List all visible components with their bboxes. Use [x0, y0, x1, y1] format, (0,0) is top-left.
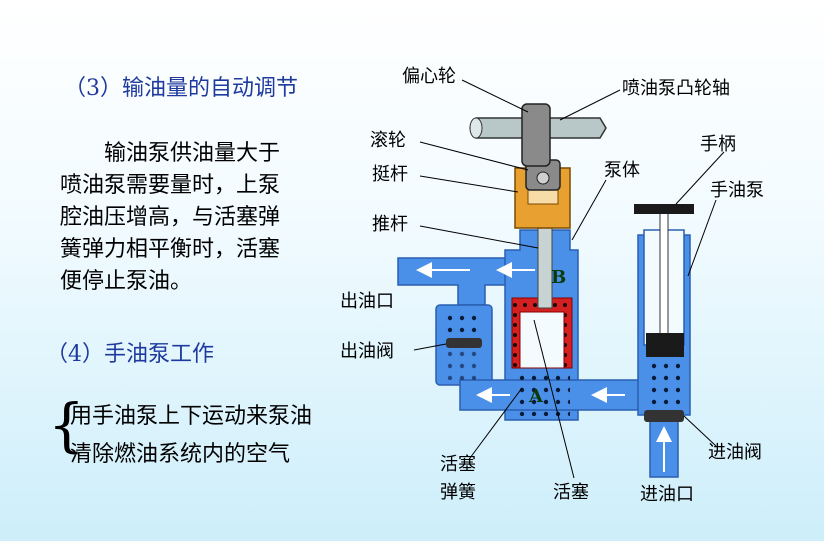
- outlet-valve-spring: [446, 310, 482, 338]
- piston-spring: [514, 368, 570, 416]
- paragraph: 输油泵供油量大于 喷油泵需要量时，上泵 腔油压增高，与活塞弹 簧弹力相平衡时，活…: [60, 138, 350, 298]
- paragraph-line: 簧弹力相平衡时，活塞: [60, 237, 281, 262]
- leader-lines: [413, 79, 725, 479]
- label-camshaft: 喷油泵凸轮轴: [622, 78, 730, 99]
- leader-line: [571, 179, 607, 241]
- hand-pump-handle[interactable]: [634, 204, 694, 214]
- leader-line: [533, 319, 575, 479]
- section4-title: （4）手油泵工作: [46, 342, 214, 367]
- push-rod: [537, 217, 553, 309]
- roller-pin: [536, 171, 550, 185]
- label-push-rod: 推杆: [372, 214, 408, 235]
- leader-line: [419, 141, 529, 171]
- leader-line: [419, 175, 519, 193]
- label-handle: 手柄: [700, 134, 736, 155]
- label-eccentric-wheel: 偏心轮: [402, 66, 456, 87]
- section3-title: （3）输油量的自动调节: [64, 76, 298, 101]
- chamber-b-label: B: [551, 267, 566, 288]
- leader-line: [559, 89, 621, 121]
- hand-pump-spring: [648, 360, 680, 410]
- hand-pump-piston: [646, 333, 684, 357]
- brace-item: 清除燃油系统内的空气: [70, 442, 291, 467]
- leader-line: [687, 199, 717, 277]
- label-outlet: 出油口: [340, 291, 394, 312]
- leader-line: [461, 79, 529, 113]
- paragraph-line: 便停止泵油。: [60, 269, 193, 294]
- paragraph-line: 输油泵供油量大于: [104, 141, 281, 166]
- label-piston: 活塞: [553, 482, 589, 503]
- eccentric-wheel: [521, 103, 551, 167]
- label-hand-pump: 手油泵: [710, 180, 764, 201]
- label-outlet-valve: 出油阀: [340, 341, 394, 362]
- leader-line: [675, 151, 725, 205]
- label-tappet: 挺杆: [372, 164, 408, 185]
- paragraph-line: 喷油泵需要量时，上泵: [60, 173, 281, 198]
- leader-line: [469, 387, 523, 459]
- label-roller: 滚轮: [370, 130, 406, 151]
- camshaft-end: [469, 117, 483, 139]
- label-inlet-valve: 进油阀: [708, 442, 762, 463]
- flow-arrows: [416, 262, 672, 472]
- label-piston-spring-2: 弹簧: [440, 482, 476, 503]
- inlet-valve: [644, 410, 684, 422]
- leader-line: [683, 415, 717, 447]
- brace-symbol: {: [48, 391, 85, 459]
- outlet-valve-lower-spring: [446, 350, 482, 380]
- label-pump-body: 泵体: [604, 160, 640, 181]
- outlet-valve: [446, 338, 482, 348]
- brace-item: 用手油泵上下运动来泵油: [70, 404, 313, 429]
- paragraph-line: 腔油压增高，与活塞弹: [60, 205, 281, 230]
- piston-inner: [519, 311, 565, 369]
- label-piston-spring-1: 活塞: [440, 454, 476, 475]
- leader-line: [419, 225, 539, 249]
- leader-line: [413, 343, 447, 351]
- hand-pump-rod: [659, 209, 669, 336]
- label-inlet: 进油口: [640, 484, 694, 505]
- chamber-a-label: A: [528, 386, 544, 407]
